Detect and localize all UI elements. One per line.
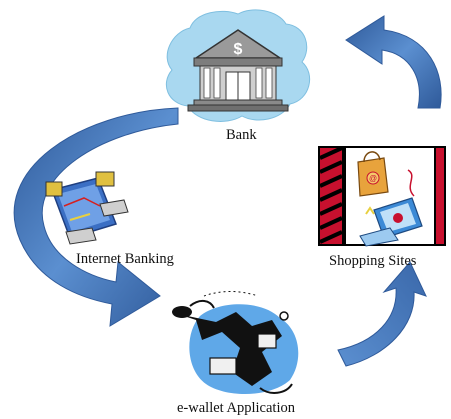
arrow-bank-to-ewallet [13,107,179,327]
arrow-ewallet-to-shopping [337,261,427,367]
bank-building-icon: $ [166,9,311,122]
arrow-shopping-to-bank [345,15,442,109]
ewallet-application-label: e-wallet Application [177,400,295,416]
person-with-devices-icon [172,291,299,395]
bank-label: Bank [226,127,257,143]
shopping-sites-label: Shopping Sites [329,253,417,269]
computers-network-map-icon [45,171,129,245]
svg-text:@: @ [369,174,377,183]
svg-text:$: $ [234,41,243,58]
internet-banking-label: Internet Banking [76,251,174,267]
shopping-bag-computer-icon: @ [318,146,446,247]
